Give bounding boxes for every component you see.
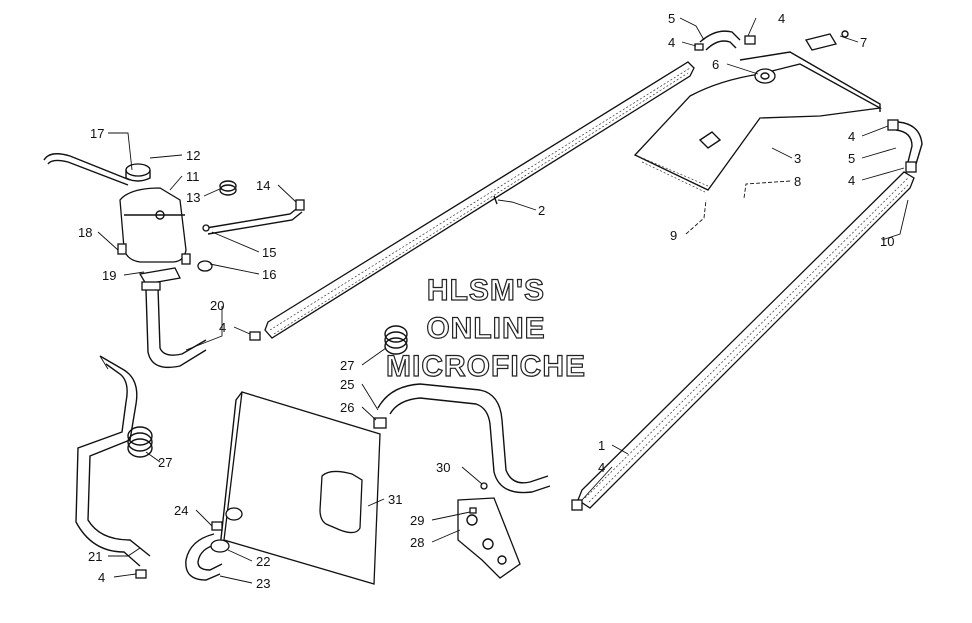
bracket-28: [457, 497, 521, 579]
callout-27-right: 27: [340, 358, 354, 373]
callout-4-right-upper: 4: [848, 129, 855, 144]
radiator: [219, 391, 381, 585]
callout-11: 11: [186, 169, 200, 184]
watermark-line-1: HLSM'S: [427, 274, 545, 307]
callout-19: 19: [102, 268, 116, 283]
callout-25: 25: [340, 377, 354, 392]
left-heat-exchanger: [264, 61, 695, 339]
leader-lines: [97, 17, 909, 584]
callout-4-top-right: 4: [778, 11, 785, 26]
callout-7: 7: [860, 35, 867, 50]
clamp-27-right: [384, 325, 408, 355]
callout-4-left: 4: [219, 320, 226, 335]
callout-9: 9: [670, 228, 677, 243]
callout-13: 13: [186, 190, 200, 205]
callout-4-lower-right: 4: [598, 460, 605, 475]
overflow-tube-15: [205, 199, 305, 235]
callout-18: 18: [78, 225, 92, 240]
callout-24: 24: [174, 503, 188, 518]
callout-labels: 17 12 11 13 14 15 16 18 19 20 4 27 21 4 …: [78, 11, 894, 591]
callout-23: 23: [256, 576, 270, 591]
reservoir-cap: [125, 163, 151, 182]
callout-4-right-lower: 4: [848, 173, 855, 188]
callout-1: 1: [598, 438, 605, 453]
callout-22: 22: [256, 554, 270, 569]
callout-12: 12: [186, 148, 200, 163]
clamp-13: [219, 180, 237, 196]
callout-21: 21: [88, 549, 102, 564]
grommet-6: [754, 68, 776, 84]
callout-26: 26: [340, 400, 354, 415]
callout-16: 16: [262, 267, 276, 282]
watermark-line-2: ONLINE: [426, 312, 545, 345]
hose-25: [373, 383, 551, 494]
callout-28: 28: [410, 535, 424, 550]
callout-5-right: 5: [848, 151, 855, 166]
callout-15: 15: [262, 245, 276, 260]
callout-17: 17: [90, 126, 104, 141]
bracket-7: [804, 30, 849, 51]
hose-23: [185, 533, 230, 581]
callout-4-bottom: 4: [98, 570, 105, 585]
callout-3: 3: [794, 151, 801, 166]
hose-5-right: [887, 119, 923, 173]
watermark-line-3: MICROFICHE: [386, 350, 586, 383]
callout-8: 8: [794, 174, 801, 189]
callout-5-top: 5: [668, 11, 675, 26]
callout-6: 6: [712, 57, 719, 72]
callout-29: 29: [410, 513, 424, 528]
callout-20: 20: [210, 298, 224, 313]
vent-hose-17: [43, 153, 131, 186]
callout-14: 14: [256, 178, 270, 193]
rear-heat-exchanger-plate: [633, 51, 883, 193]
coolant-reservoir: [117, 187, 191, 265]
hose-20: [141, 281, 207, 369]
callout-27-left: 27: [158, 455, 172, 470]
callout-10: 10: [880, 234, 894, 249]
watermark: HLSM'S ONLINE MICROFICHE: [385, 273, 586, 383]
callout-31: 31: [388, 492, 402, 507]
callout-2: 2: [538, 203, 545, 218]
callout-4-top-left: 4: [668, 35, 675, 50]
hose-21: [75, 355, 151, 567]
clamp-27-left: [127, 426, 153, 458]
fastener-set: [135, 224, 583, 579]
callout-30: 30: [436, 460, 450, 475]
bracket-19: [138, 260, 213, 285]
hose-5-top: [694, 30, 756, 51]
right-heat-exchanger: [577, 171, 915, 509]
